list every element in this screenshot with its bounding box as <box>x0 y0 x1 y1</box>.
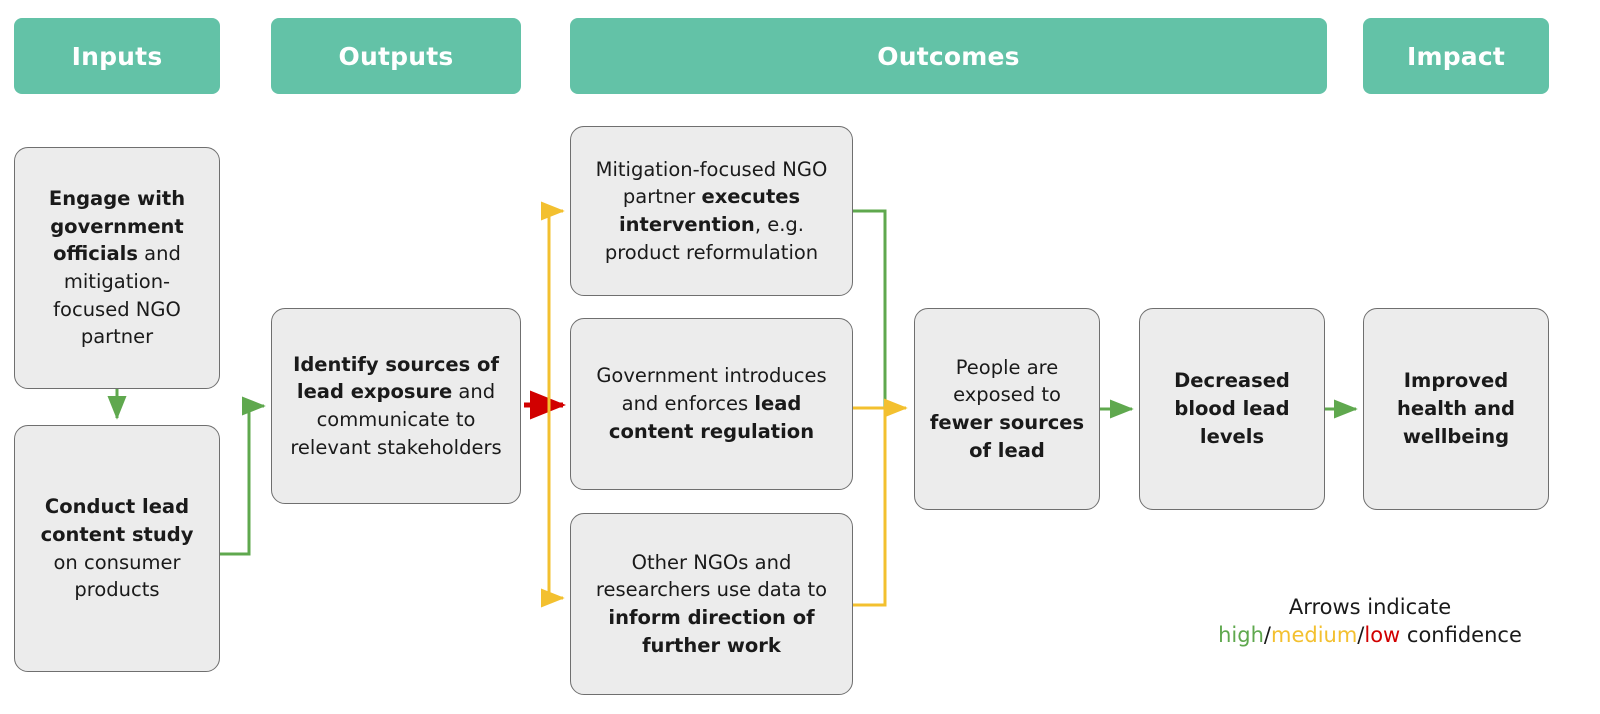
node-identify-sources[interactable]: Identify sources of lead exposure and co… <box>271 308 521 504</box>
node-ngos-inform-further-work[interactable]: Other NGOs and researchers use data to i… <box>570 513 853 695</box>
column-header-outcomes-label: Outcomes <box>877 41 1020 71</box>
legend-high-label: high <box>1218 622 1264 647</box>
node-fewer-sources-of-lead-text: People are exposed to fewer sources of l… <box>929 355 1085 462</box>
connector-further-work-to-fewer-sources <box>853 409 887 607</box>
node-ngos-inform-further-work-text: Other NGOs and researchers use data to i… <box>595 550 828 657</box>
column-header-impact-label: Impact <box>1406 41 1506 71</box>
node-improved-health-wellbeing[interactable]: Improved health and wellbeing <box>1363 308 1549 510</box>
node-fewer-sources-of-lead[interactable]: People are exposed to fewer sources of l… <box>914 308 1100 510</box>
node-decreased-blood-lead-levels-text: Decreased blood lead levels <box>1174 369 1290 448</box>
node-identify-sources-text: Identify sources of lead exposure and co… <box>290 352 502 459</box>
legend-separator-2: / <box>1357 622 1365 647</box>
legend-medium-label: medium <box>1270 622 1358 647</box>
confidence-legend: Arrows indicate high/medium/low confiden… <box>1160 594 1580 649</box>
column-header-inputs: Inputs <box>14 18 220 94</box>
connector-study-to-identify <box>220 396 266 556</box>
node-government-regulation[interactable]: Government introduces and enforces lead … <box>570 318 853 490</box>
node-decreased-blood-lead-levels[interactable]: Decreased blood lead levels <box>1139 308 1325 510</box>
column-header-outputs-label: Outputs <box>338 41 454 71</box>
node-engage-government[interactable]: Engage with government officials and mit… <box>14 147 220 389</box>
node-ngo-executes-intervention-text: Mitigation-focused NGO partner executes … <box>595 157 828 264</box>
node-improved-health-wellbeing-text: Improved health and wellbeing <box>1397 369 1515 448</box>
node-government-regulation-text: Government introduces and enforces lead … <box>596 364 827 443</box>
legend-low-label: low <box>1364 622 1401 647</box>
node-ngo-executes-intervention[interactable]: Mitigation-focused NGO partner executes … <box>570 126 853 296</box>
column-header-outcomes: Outcomes <box>570 18 1327 94</box>
node-engage-government-text: Engage with government officials and mit… <box>48 186 186 349</box>
legend-separator-1: / <box>1263 622 1271 647</box>
column-header-impact: Impact <box>1363 18 1549 94</box>
legend-line-1: Arrows indicate <box>1288 595 1452 619</box>
connector-ngo-exec-to-fewer-sources <box>853 209 887 408</box>
legend-line-2: high/medium/low confidence <box>1160 622 1580 650</box>
column-header-outputs: Outputs <box>271 18 521 94</box>
legend-suffix: confidence <box>1400 622 1522 647</box>
column-header-inputs-label: Inputs <box>71 41 163 71</box>
node-lead-content-study[interactable]: Conduct lead content study on consumer p… <box>14 425 220 672</box>
node-lead-content-study-text: Conduct lead content study on consumer p… <box>40 495 194 602</box>
